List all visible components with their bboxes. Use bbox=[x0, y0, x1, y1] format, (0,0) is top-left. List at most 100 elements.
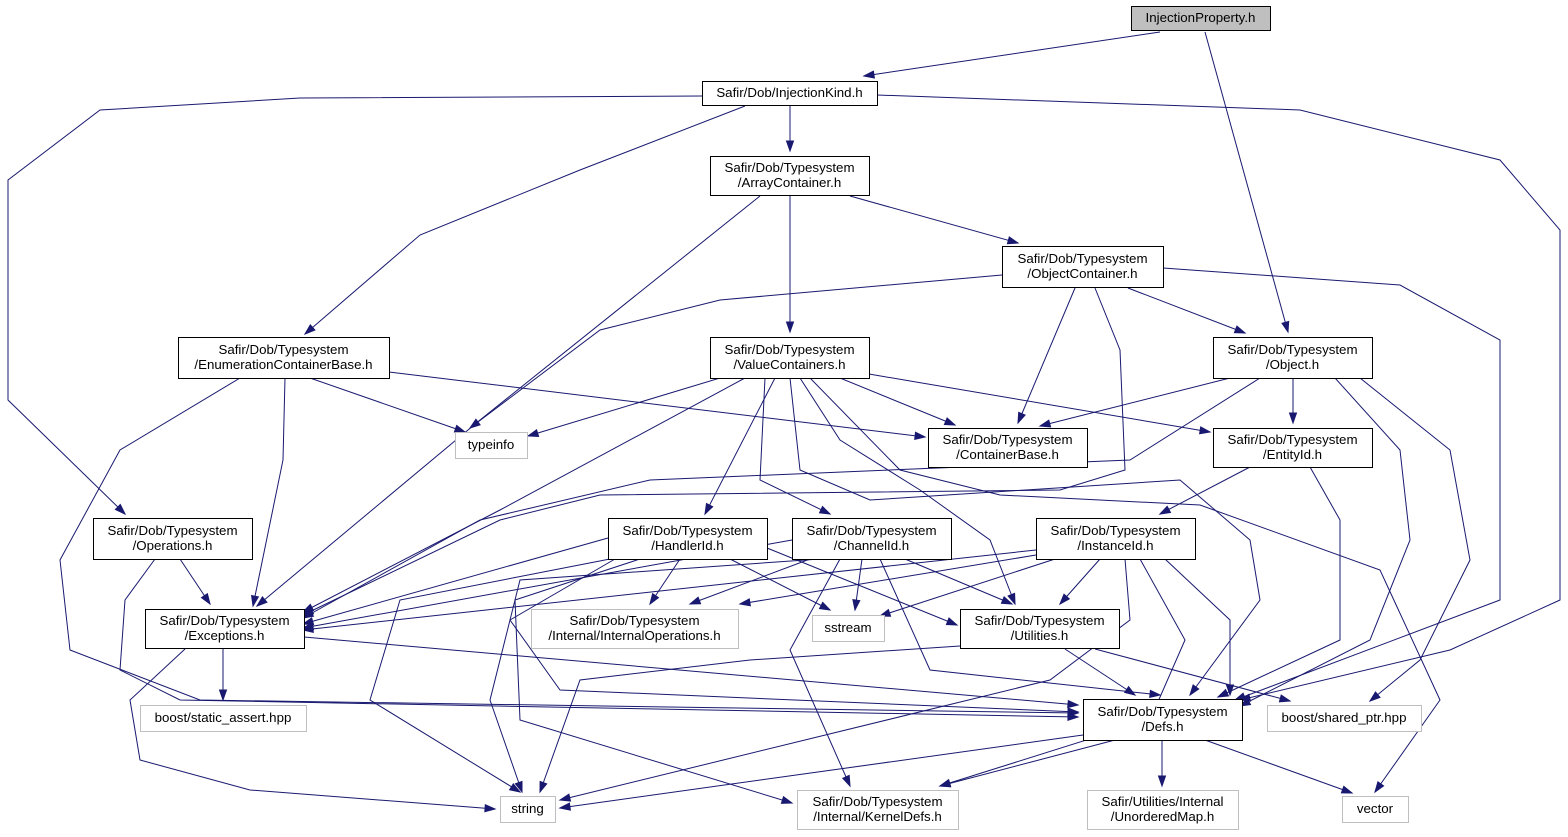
arrowhead-injectionkind-to-operations bbox=[114, 503, 127, 516]
arrowhead-operations-to-exceptions bbox=[200, 592, 211, 606]
arrowhead-object-to-sharedptr bbox=[1368, 691, 1381, 702]
node-label-internaloperations-line-1: /Internal/InternalOperations.h bbox=[548, 628, 720, 643]
node-label-unorderedmap-line-0: Safir/Utilities/Internal bbox=[1102, 794, 1224, 809]
node-enumcontainerbase[interactable]: Safir/Dob/Typesystem/EnumerationContaine… bbox=[178, 337, 390, 379]
node-label-objectcontainer-line-1: /ObjectContainer.h bbox=[1027, 266, 1137, 281]
arrowhead-handlerid-to-utilities bbox=[945, 617, 959, 626]
edge-injectionkind-to-enumcontainerbase bbox=[304, 105, 746, 335]
node-box-typeinfo bbox=[455, 432, 528, 459]
node-channelid[interactable]: Safir/Dob/Typesystem/ChannelId.h bbox=[792, 518, 952, 560]
arrowhead-valuecontainers-to-handlerid bbox=[704, 502, 714, 516]
node-label-staticassert-line-0: boost/static_assert.hpp bbox=[155, 710, 292, 725]
node-box-root bbox=[1131, 6, 1271, 31]
edge-valuecontainers-to-handlerid bbox=[704, 377, 776, 515]
node-label-unorderedmap-line-1: /UnorderedMap.h bbox=[1111, 809, 1214, 824]
arrowhead-enumcontainerbase-to-containerbase bbox=[914, 431, 927, 440]
edge-operations-to-defs bbox=[119, 558, 1079, 718]
node-label-arraycontainer-line-0: Safir/Dob/Typesystem bbox=[724, 160, 854, 175]
node-box-kerneldefs bbox=[797, 790, 959, 830]
node-box-object bbox=[1213, 337, 1373, 379]
node-label-object-line-0: Safir/Dob/Typesystem bbox=[1227, 342, 1357, 357]
arrowhead-injectionkind-to-arraycontainer bbox=[785, 140, 795, 153]
node-handlerid[interactable]: Safir/Dob/Typesystem/HandlerId.h bbox=[608, 518, 768, 560]
arrowhead-handlerid-to-defs bbox=[1067, 707, 1080, 716]
arrowhead-valuecontainers-to-typeinfo bbox=[526, 428, 540, 438]
arrowhead-instanceid-to-sstream bbox=[878, 608, 892, 617]
node-box-unorderedmap bbox=[1087, 790, 1239, 830]
edge-objectcontainer-to-object bbox=[1127, 287, 1246, 334]
node-exceptions[interactable]: Safir/Dob/Typesystem/Exceptions.h bbox=[145, 609, 305, 649]
edge-instanceid-to-internaloperations bbox=[739, 554, 1037, 605]
node-label-entityid-line-0: Safir/Dob/Typesystem bbox=[1227, 432, 1357, 447]
node-instanceid[interactable]: Safir/Dob/Typesystem/InstanceId.h bbox=[1036, 518, 1196, 560]
arrowhead-defs-to-unorderedmap bbox=[1157, 775, 1167, 788]
edge-enumcontainerbase-to-containerbase bbox=[388, 371, 926, 438]
arrowhead-channelid-to-kerneldefs bbox=[841, 774, 851, 788]
node-label-exceptions-line-1: /Exceptions.h bbox=[185, 628, 265, 643]
arrowhead-valuecontainers-to-entityid bbox=[1198, 426, 1212, 435]
edge-handlerid-to-kerneldefs bbox=[514, 558, 793, 804]
arrowhead-instanceid-to-exceptions bbox=[301, 624, 314, 634]
node-box-staticassert bbox=[140, 705, 307, 732]
node-operations[interactable]: Safir/Dob/Typesystem/Operations.h bbox=[93, 518, 253, 560]
node-label-channelid-line-0: Safir/Dob/Typesystem bbox=[806, 523, 936, 538]
node-label-operations-line-0: Safir/Dob/Typesystem bbox=[107, 523, 237, 538]
node-label-valuecontainers-line-0: Safir/Dob/Typesystem bbox=[724, 342, 854, 357]
arrowhead-entityid-to-defs bbox=[1216, 688, 1230, 698]
edge-enumcontainerbase-to-exceptions bbox=[252, 377, 286, 607]
node-box-defs bbox=[1083, 699, 1243, 741]
node-root[interactable]: InjectionProperty.h bbox=[1131, 6, 1271, 31]
arrowhead-operations-to-defs bbox=[1067, 712, 1080, 721]
node-injectionkind[interactable]: Safir/Dob/InjectionKind.h bbox=[702, 81, 878, 106]
node-label-containerbase-line-0: Safir/Dob/Typesystem bbox=[942, 432, 1072, 447]
arrowhead-objectcontainer-to-containerbase bbox=[1017, 411, 1026, 425]
arrowhead-valuecontainers-to-channelid bbox=[818, 505, 832, 515]
edge-defs-to-vector bbox=[1204, 739, 1353, 794]
node-label-handlerid-line-0: Safir/Dob/Typesystem bbox=[622, 523, 752, 538]
node-label-arraycontainer-line-1: /ArrayContainer.h bbox=[738, 175, 841, 190]
edge-exceptions-to-string bbox=[129, 648, 496, 810]
node-entityid[interactable]: Safir/Dob/Typesystem/EntityId.h bbox=[1213, 428, 1373, 468]
node-utilities[interactable]: Safir/Dob/Typesystem/Utilities.h bbox=[960, 609, 1120, 649]
edge-object-to-defs bbox=[1239, 377, 1411, 707]
edge-root-to-injectionkind bbox=[863, 31, 1161, 77]
arrowhead-valuecontainers-to-vector bbox=[1374, 780, 1385, 794]
node-label-handlerid-line-1: /HandlerId.h bbox=[651, 538, 723, 553]
arrowhead-handlerid-to-internaloperations bbox=[649, 592, 660, 606]
node-box-injectionkind bbox=[702, 81, 878, 106]
node-objectcontainer[interactable]: Safir/Dob/Typesystem/ObjectContainer.h bbox=[1002, 246, 1164, 288]
node-label-sharedptr-line-0: boost/shared_ptr.hpp bbox=[1282, 710, 1407, 725]
arrowhead-channelid-to-utilities bbox=[1000, 596, 1014, 605]
node-box-instanceid bbox=[1036, 518, 1196, 560]
edge-injectionkind-to-operations bbox=[7, 95, 703, 515]
node-containerbase[interactable]: Safir/Dob/Typesystem/ContainerBase.h bbox=[928, 428, 1088, 468]
node-valuecontainers[interactable]: Safir/Dob/Typesystem/ValueContainers.h bbox=[710, 337, 870, 379]
arrowhead-defs-to-string bbox=[558, 802, 571, 811]
node-arraycontainer[interactable]: Safir/Dob/Typesystem/ArrayContainer.h bbox=[710, 156, 870, 196]
node-box-internaloperations bbox=[531, 609, 739, 649]
node-label-root-line-0: InjectionProperty.h bbox=[1146, 10, 1256, 25]
arrowhead-objectcontainer-to-object bbox=[1233, 325, 1247, 334]
edge-object-to-exceptions bbox=[302, 377, 1261, 619]
edge-valuecontainers-to-containerbase bbox=[839, 377, 956, 426]
edge-instanceid-to-defs bbox=[1164, 558, 1231, 695]
edge-injectionkind-to-defs bbox=[876, 94, 1561, 701]
node-kerneldefs: Safir/Dob/Typesystem/Internal/KernelDefs… bbox=[797, 790, 959, 830]
node-box-operations bbox=[93, 518, 253, 560]
arrowhead-valuecontainers-to-utilities bbox=[1007, 592, 1016, 606]
node-label-string-line-0: string bbox=[511, 801, 544, 816]
arrowhead-arraycontainer-to-valuecontainers bbox=[785, 321, 795, 334]
node-box-utilities bbox=[960, 609, 1120, 649]
edge-channelid-to-defs bbox=[879, 558, 1161, 696]
arrowhead-valuecontainers-to-exceptions bbox=[301, 603, 315, 613]
edge-instanceid-to-kerneldefs bbox=[939, 558, 1186, 787]
node-label-sstream-line-0: sstream bbox=[824, 620, 871, 635]
node-object[interactable]: Safir/Dob/Typesystem/Object.h bbox=[1213, 337, 1373, 379]
edge-handlerid-to-string bbox=[369, 558, 611, 793]
arrowhead-exceptions-to-defs bbox=[1067, 699, 1080, 709]
node-box-handlerid bbox=[608, 518, 768, 560]
node-defs[interactable]: Safir/Dob/Typesystem/Defs.h bbox=[1083, 699, 1243, 741]
edge-objectcontainer-to-exceptions bbox=[302, 287, 1126, 616]
edge-utilities-to-string bbox=[539, 645, 961, 793]
node-box-arraycontainer bbox=[710, 156, 870, 196]
